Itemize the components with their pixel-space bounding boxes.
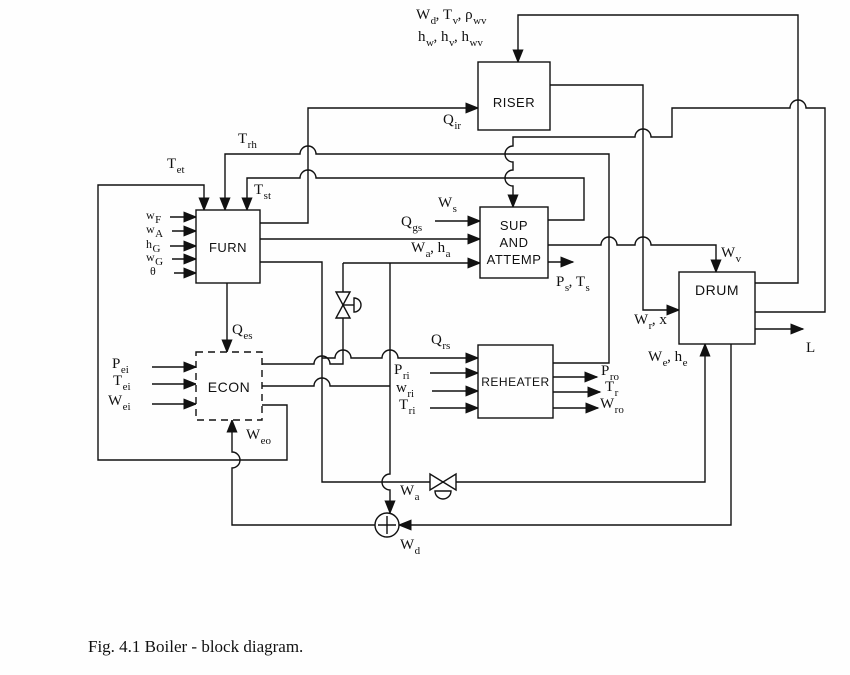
reheater-block <box>477 344 554 419</box>
reheater-outputs <box>553 371 602 414</box>
pro-label: Pro <box>601 363 620 383</box>
line-wa-to-sum <box>381 263 396 515</box>
tr-label: Tr <box>605 379 619 399</box>
line-econ-to-wa <box>262 377 390 387</box>
reheater-inputs <box>430 367 480 414</box>
econ-block <box>195 351 263 421</box>
qir-label: Qir <box>443 112 462 132</box>
theta-label: θ <box>150 264 156 278</box>
line-drum-to-riser <box>512 14 799 284</box>
wg-label: wG <box>146 250 164 269</box>
wv-label: Wv <box>721 245 742 265</box>
econ-label: ECON <box>207 379 251 395</box>
furn-label: FURN <box>208 240 248 255</box>
we-he-label: We, he <box>648 349 688 369</box>
drum-riser-signals-line1: Wd, Tv, ρwv <box>416 7 487 27</box>
level-label: L <box>806 340 816 356</box>
sum-junction-icon <box>374 512 400 538</box>
line-tet-feedback <box>97 184 288 461</box>
qes-label: Qes <box>232 322 253 342</box>
wf-label: wF <box>146 208 162 227</box>
wr-x-label: Wr, x <box>634 312 667 332</box>
line-econ-to-valve <box>262 263 344 365</box>
sup-attemp-block <box>479 206 549 279</box>
econ-inputs <box>152 361 198 410</box>
line-qir <box>260 102 480 224</box>
hg-label: hG <box>146 237 161 256</box>
tri-label: Tri <box>399 397 416 417</box>
reheater-label: REHEATER <box>481 375 550 389</box>
drum-riser-signals-line2: hw, hv, hwv <box>418 29 483 49</box>
drum-block <box>678 271 756 345</box>
tst-label: Tst <box>254 182 272 202</box>
line-feedwater-to-drum <box>260 261 711 483</box>
figure-caption: Fig. 4.1 Boiler - block diagram. <box>88 637 304 656</box>
wro-label: Wro <box>600 396 624 416</box>
tei-label: Tei <box>113 373 131 393</box>
tet-label: Tet <box>167 156 185 176</box>
furn-inputs <box>170 211 198 279</box>
wa-ha-label: Wa, ha <box>411 240 451 260</box>
qgs-label: Qgs <box>401 214 423 234</box>
feedwater-valve-icon <box>429 472 457 500</box>
drum-label: DRUM <box>695 282 739 298</box>
ps-ts-label: Ps, Ts <box>556 274 590 294</box>
riser-label: RISER <box>492 95 536 110</box>
trh-label: Trh <box>238 131 257 151</box>
wa-sum-label: Wa <box>400 483 420 503</box>
pei-label: Pei <box>112 356 129 376</box>
qrs-label: Qrs <box>431 332 451 352</box>
furn-block <box>195 209 261 284</box>
line-trh-feedback <box>219 145 610 364</box>
line-drum-to-sup <box>504 99 826 313</box>
wei-label: Wei <box>108 393 131 413</box>
line-wv <box>548 236 722 274</box>
ws-label: Ws <box>438 195 457 215</box>
line-wd-to-sum <box>397 344 732 531</box>
line-riser-to-drum-wrx <box>550 84 681 316</box>
line-weo <box>226 418 375 526</box>
pri-label: Pri <box>394 362 410 382</box>
wd-sum-label: Wd <box>400 537 421 557</box>
line-qrs <box>322 349 480 364</box>
spray-valve-icon <box>334 291 362 319</box>
line-tst-feedback <box>241 169 585 221</box>
wri-label: wri <box>396 380 415 400</box>
wa-air-label: wA <box>146 222 164 241</box>
riser-block <box>477 61 551 131</box>
weo-label: Weo <box>246 427 272 447</box>
